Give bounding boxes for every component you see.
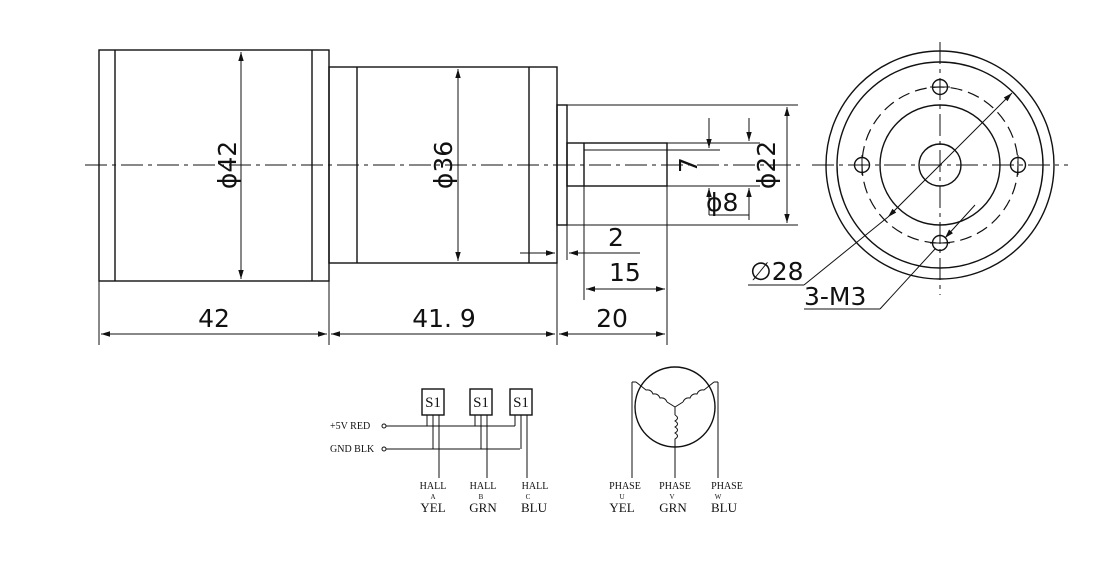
dim-body-diameter: ϕ42 <box>213 141 242 189</box>
dim-flange-diameter: ϕ22 <box>752 141 781 189</box>
svg-text:HALL: HALL <box>522 481 549 492</box>
svg-text:S1: S1 <box>513 395 529 411</box>
dim-shaft-flat: 7 <box>674 157 703 173</box>
svg-text:YEL: YEL <box>420 500 445 515</box>
front-view: ∅28 3-M3 <box>748 42 1068 311</box>
svg-text:PHASE: PHASE <box>659 481 691 492</box>
dim-shaft-diameter: ϕ8 <box>706 188 738 217</box>
svg-text:W: W <box>715 493 722 501</box>
svg-text:A: A <box>430 493 435 501</box>
dim-body-length: 42 <box>198 304 230 333</box>
dim-shaft-length: 20 <box>596 304 628 333</box>
svg-text:U: U <box>619 493 624 501</box>
dim-pitch-circle: ∅28 <box>750 257 804 286</box>
svg-text:YEL: YEL <box>609 500 634 515</box>
dim-gearbox-length: 41. 9 <box>412 304 476 333</box>
svg-text:BLU: BLU <box>711 500 738 515</box>
svg-text:C: C <box>526 493 531 501</box>
dim-shaft-flat-length: 15 <box>609 258 641 287</box>
dim-gearbox-diameter: ϕ36 <box>429 141 458 189</box>
dim-flange-step: 2 <box>608 223 624 252</box>
side-view: ϕ42 ϕ36 ϕ22 7 ϕ8 2 15 <box>85 49 800 345</box>
svg-text:S1: S1 <box>473 395 489 411</box>
label-supply-gnd: GND BLK <box>330 444 375 455</box>
outer-flange-circle <box>825 50 1055 280</box>
dim-mount-holes: 3-M3 <box>804 282 866 311</box>
phase-circuit: PHASE U YEL PHASE V GRN PHASE W BLU <box>609 366 743 515</box>
svg-text:S1: S1 <box>425 395 441 411</box>
svg-text:HALL: HALL <box>470 481 497 492</box>
svg-text:PHASE: PHASE <box>711 481 743 492</box>
svg-text:HALL: HALL <box>420 481 447 492</box>
svg-text:B: B <box>479 493 484 501</box>
label-supply-pos: +5V RED <box>330 421 370 432</box>
svg-text:V: V <box>669 493 674 501</box>
hall-circuit: +5V RED GND BLK S1 S1 S1 HALL A YEL HALL… <box>330 388 549 515</box>
svg-text:GRN: GRN <box>659 500 687 515</box>
svg-text:BLU: BLU <box>521 500 548 515</box>
svg-text:GRN: GRN <box>469 500 497 515</box>
svg-text:PHASE: PHASE <box>609 481 641 492</box>
